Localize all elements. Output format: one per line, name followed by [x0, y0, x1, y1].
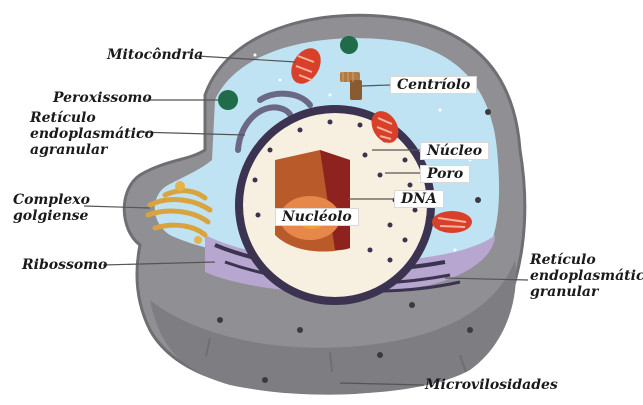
label-complexo-line2: golgiense [13, 208, 90, 224]
label-reticulo-granular-line1: Retículo [530, 252, 643, 268]
label-poro: Poro [420, 165, 470, 183]
label-reticulo-granular-line2: endoplasmático [530, 268, 643, 284]
label-reticulo-agranular-line1: Retículo [30, 110, 154, 126]
label-complexo-golgiense: Complexo golgiense [13, 192, 90, 224]
label-ribossomo: Ribossomo [22, 257, 107, 273]
golgi-vesicle [194, 236, 202, 244]
label-mitocondria: Mitocôndria [107, 47, 203, 63]
label-dna: DNA [394, 190, 444, 208]
label-peroxissomo: Peroxissomo [53, 90, 152, 106]
label-nucleo: Núcleo [420, 142, 489, 160]
label-centriolo: Centríolo [390, 76, 477, 94]
label-reticulo-agranular-line3: agranular [30, 142, 154, 158]
label-reticulo-agranular: Retículo endoplasmático agranular [30, 110, 154, 158]
label-reticulo-agranular-line2: endoplasmático [30, 126, 154, 142]
mitochondrion [432, 211, 472, 233]
golgi-vesicle [175, 181, 185, 191]
peroxisome [218, 90, 238, 110]
label-reticulo-granular-line3: granular [530, 284, 643, 300]
label-nucleolo: Nucléolo [275, 208, 359, 226]
label-reticulo-granular: Retículo endoplasmático granular [530, 252, 643, 300]
label-microvilosidades: Microvilosidades [425, 377, 558, 393]
peroxisome [340, 36, 358, 54]
label-complexo-line1: Complexo [13, 192, 90, 208]
